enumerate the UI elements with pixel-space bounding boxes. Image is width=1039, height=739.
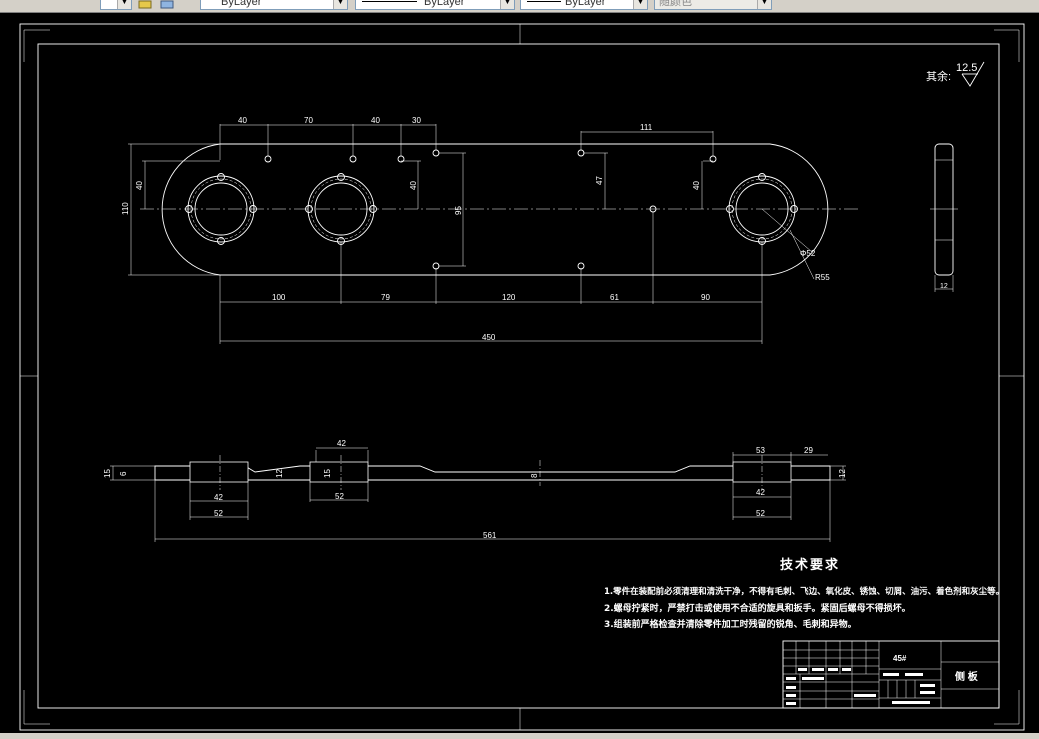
dim-section-overall: 561 — [483, 531, 497, 540]
tech-note-1: 1.零件在装配前必须清理和清洗干净，不得有毛刺、飞边、氧化皮、锈蚀、切屑、油污、… — [604, 587, 1005, 597]
linetype-value: ByLayer — [424, 0, 465, 8]
surface-finish-label: 其余: — [926, 69, 951, 83]
dim-section-right: 12 — [838, 469, 847, 478]
plot-style-dropdown[interactable]: 随颜色 ▼ — [654, 0, 772, 10]
dim-inner-3: 47 — [595, 176, 604, 185]
dim-section-bottom-4: 42 — [756, 488, 765, 497]
dim-radius: R55 — [815, 273, 830, 282]
layer-state-icon[interactable] — [138, 0, 152, 9]
dim-bottom-3: 120 — [502, 293, 516, 302]
dim-section-left-4: 15 — [323, 469, 332, 478]
dim-bottom-1: 100 — [272, 293, 286, 302]
dim-top-5: 111 — [640, 123, 653, 132]
chevron-down-icon: ▼ — [500, 0, 514, 9]
dimension-lines — [128, 124, 815, 344]
surface-finish-value: 12.5 — [956, 62, 977, 74]
dim-section-left-3: 12 — [275, 469, 284, 478]
title-block — [782, 640, 1000, 709]
color-control-dropdown[interactable]: ByLayer ▼ — [200, 0, 348, 10]
properties-toolbar: ▼ ByLayer ▼ ByLayer ▼ ByLayer ▼ 随颜色 ▼ — [0, 0, 1039, 13]
title-block-part-name: 侧 板 — [955, 670, 979, 683]
dim-top-3: 40 — [371, 116, 380, 125]
plate-outline — [161, 143, 829, 276]
dim-section-top-1: 42 — [337, 439, 346, 448]
dim-diameter: Φ52 — [800, 249, 816, 258]
dim-bottom-2: 79 — [381, 293, 390, 302]
dim-inner-2: 95 — [454, 206, 463, 215]
dim-section-top-3: 29 — [804, 446, 813, 455]
section-view — [110, 447, 846, 542]
chevron-down-icon: ▼ — [117, 0, 131, 9]
tech-note-3: 3.组装前严格检查并清除零件加工时残留的锐角、毛刺和异物。 — [604, 620, 857, 630]
lineweight-sample — [527, 1, 561, 2]
dim-section-bottom-5: 52 — [756, 509, 765, 518]
layer-previous-icon[interactable] — [160, 0, 174, 9]
dim-top-1: 40 — [238, 116, 247, 125]
linetype-control-dropdown[interactable]: ByLayer ▼ — [355, 0, 515, 10]
lineweight-control-dropdown[interactable]: ByLayer ▼ — [520, 0, 648, 10]
drawing-canvas[interactable]: 其余: 12.5 — [0, 12, 1039, 733]
dim-section-bottom-2: 52 — [214, 509, 223, 518]
mounting-holes — [264, 149, 717, 270]
left-bore — [185, 173, 257, 245]
chevron-down-icon: ▼ — [633, 0, 647, 9]
chevron-down-icon: ▼ — [333, 0, 347, 9]
dim-inner-4: 40 — [692, 181, 701, 190]
dim-section-top-2: 53 — [756, 446, 765, 455]
section-dimension-texts: 42 53 29 15 6 12 15 12 42 52 52 42 52 56… — [103, 439, 847, 540]
layer-dropdown[interactable]: ▼ — [100, 0, 132, 10]
dim-section-bottom-3: 52 — [335, 492, 344, 501]
title-block-material: 45# — [893, 654, 907, 663]
dim-left-40: 40 — [135, 181, 144, 190]
centering-marks — [20, 24, 1024, 730]
side-view — [930, 143, 958, 292]
outer-sheet-border — [19, 23, 1025, 731]
dim-section-center: 8 — [530, 473, 539, 478]
dim-inner-1: 40 — [409, 181, 418, 190]
front-view-dimension-texts: 40 70 40 30 111 110 40 40 95 47 40 100 7… — [121, 116, 830, 342]
dim-bottom-4: 61 — [610, 293, 619, 302]
roughness-symbol-icon — [961, 61, 985, 87]
lineweight-value: ByLayer — [565, 0, 606, 8]
dim-section-left-2: 6 — [119, 471, 128, 476]
status-bar — [0, 733, 1039, 739]
dim-top-2: 70 — [304, 116, 313, 125]
tech-requirements-heading: 技术要求 — [780, 558, 841, 573]
dim-top-4: 30 — [412, 116, 421, 125]
linetype-sample — [362, 1, 417, 2]
dim-section-bottom-1: 42 — [214, 493, 223, 502]
dim-left-110: 110 — [121, 202, 130, 215]
tech-note-2: 2.螺母拧紧时，严禁打击或使用不合适的旋具和扳手。紧固后螺母不得损坏。 — [604, 604, 911, 614]
dim-bottom-5: 90 — [701, 293, 710, 302]
dim-side-thickness: 12 — [940, 283, 948, 290]
dim-section-left-1: 15 — [103, 469, 112, 478]
color-value: ByLayer — [221, 0, 262, 8]
plot-style-value: 随颜色 — [659, 0, 692, 8]
dim-overall-length: 450 — [482, 333, 496, 342]
chevron-down-icon: ▼ — [757, 0, 771, 9]
